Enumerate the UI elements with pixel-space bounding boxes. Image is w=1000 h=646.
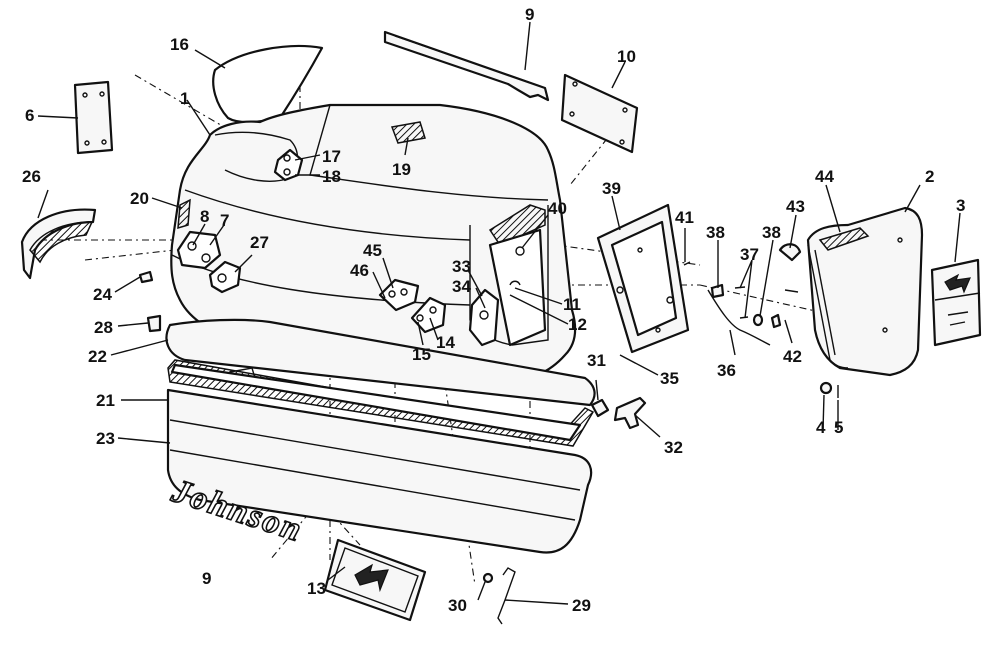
callout-38-left: 38 [706, 223, 725, 242]
callout-27: 27 [250, 233, 269, 252]
leader-lines [37, 21, 961, 605]
part-32-knob [613, 396, 647, 430]
callout-33: 33 [452, 257, 471, 276]
callout-22: 22 [88, 347, 107, 366]
part-26-bumper [20, 208, 97, 280]
part-42-screw [770, 313, 782, 329]
part-29-hook [497, 567, 516, 625]
callout-18: 18 [322, 167, 341, 186]
callout-1: 1 [180, 89, 189, 108]
lightning-decal-icon [354, 563, 389, 593]
part-30-screw [482, 572, 494, 584]
callout-4: 4 [816, 418, 826, 437]
callout-6: 6 [25, 106, 34, 125]
part-16-shroud-panel [212, 45, 324, 124]
callout-14: 14 [436, 333, 455, 352]
callout-10: 10 [617, 47, 636, 66]
callout-28: 28 [94, 318, 113, 337]
callout-9-bottom: 9 [202, 569, 211, 588]
callout-31: 31 [587, 351, 606, 370]
callout-30: 30 [448, 596, 467, 615]
part-41-screw [683, 261, 691, 266]
part-3-decal [930, 258, 982, 347]
callout-35: 35 [660, 369, 679, 388]
callout-11: 11 [563, 295, 581, 314]
part-6-plate [73, 80, 114, 155]
callout-39: 39 [602, 179, 621, 198]
callout-15: 15 [412, 345, 431, 364]
callout-43: 43 [786, 197, 805, 216]
callout-2: 2 [925, 167, 934, 186]
callout-20: 20 [130, 189, 149, 208]
part-43-clip [778, 243, 802, 262]
callout-41: 41 [675, 208, 694, 227]
callout-21: 21 [96, 391, 115, 410]
callout-13: 13 [307, 579, 326, 598]
callout-5: 5 [834, 418, 843, 437]
part-28-clip [146, 314, 162, 333]
part-9-rail-strip [383, 30, 550, 102]
callout-9-top: 9 [525, 5, 534, 24]
lightning-small-icon [944, 273, 971, 294]
part-14-15-bracket [410, 296, 447, 334]
callout-42: 42 [783, 347, 802, 366]
part-23-lower-cowl [166, 388, 593, 554]
part-2-44-rear-cover [806, 206, 924, 377]
part-22-seal [165, 318, 596, 407]
callout-46: 46 [350, 261, 369, 280]
callout-45: 45 [363, 241, 382, 260]
callout-44: 44 [815, 167, 834, 186]
callout-7: 7 [220, 211, 229, 230]
callout-19: 19 [392, 160, 411, 179]
callout-34: 34 [452, 277, 471, 296]
callout-24: 24 [93, 285, 112, 304]
callout-labels: 1 2 3 4 5 6 7 8 9 9 10 11 12 13 14 15 16… [22, 5, 965, 615]
part-36-cable [707, 289, 771, 346]
callout-17: 17 [322, 147, 341, 166]
part-19-vent [390, 121, 426, 144]
callout-23: 23 [96, 429, 115, 448]
part-1-engine-cowl [170, 103, 577, 391]
part-45-46-bracket [378, 278, 420, 312]
part-33-34-latch [468, 288, 500, 347]
part-31-grommet [590, 398, 610, 418]
part-10-cover-plate [560, 73, 639, 154]
callout-26: 26 [22, 167, 41, 186]
part-24-screw [138, 270, 154, 284]
callout-29: 29 [572, 596, 591, 615]
callout-36: 36 [717, 361, 736, 380]
callout-40: 40 [548, 199, 567, 218]
callout-8: 8 [200, 207, 209, 226]
part-27-bracket [208, 260, 242, 294]
callout-32: 32 [664, 438, 683, 457]
callout-38-right: 38 [762, 223, 781, 242]
callout-12: 12 [568, 315, 587, 334]
callout-3: 3 [956, 196, 965, 215]
part-38-washer-b [752, 313, 764, 327]
part-4-washer [819, 381, 833, 395]
callout-37: 37 [740, 245, 759, 264]
callout-16: 16 [170, 35, 189, 54]
